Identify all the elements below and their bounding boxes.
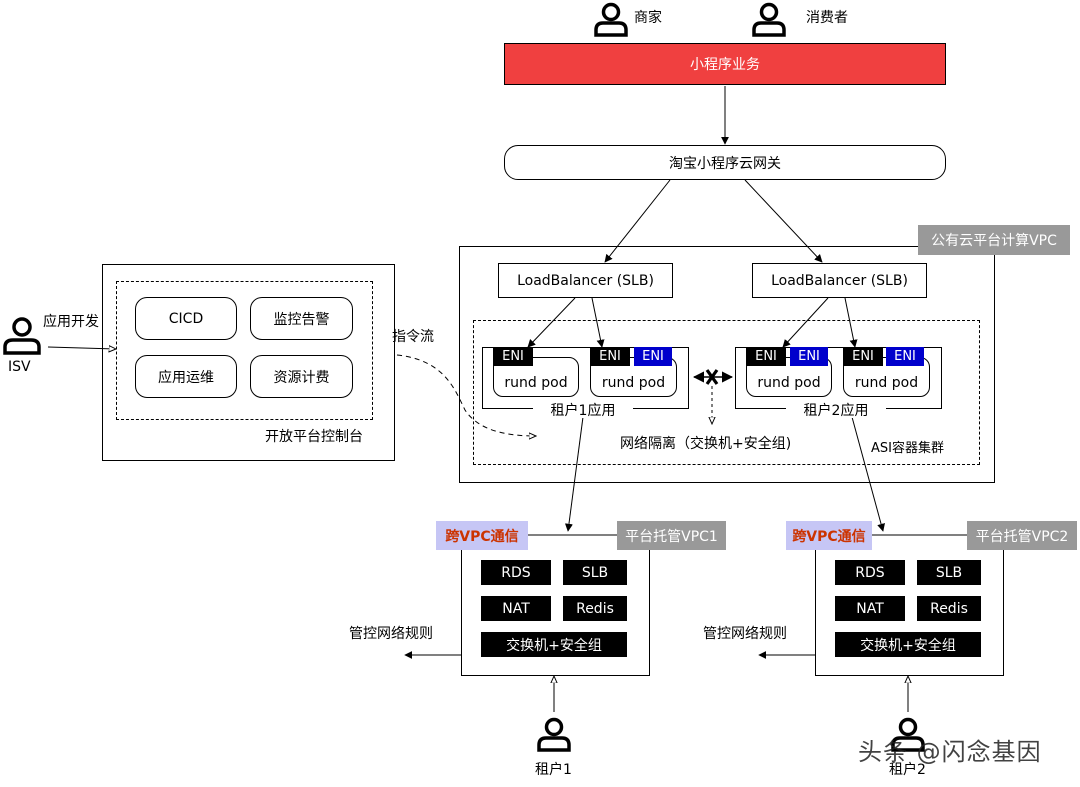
tenant2-person-icon [891,717,925,752]
vpc1-rds: RDS [481,560,551,585]
isv-person-icon [3,317,41,355]
tenant1-label: 租户1 [535,762,572,778]
vpc2-title: 平台托管VPC2 [967,521,1077,550]
vpc1-rules-label: 管控网络规则 [349,626,433,642]
asi-cluster-box [473,320,980,465]
vpc1-slb: SLB [563,560,627,585]
cicd-button[interactable]: CICD [135,297,237,340]
consumer-label: 消费者 [806,10,848,26]
tenant2-label: 租户2 [889,762,926,778]
isv-label: ISV [8,359,31,375]
console-title: 开放平台控制台 [265,429,363,445]
billing-button[interactable]: 资源计费 [250,355,353,398]
eni-badge-6: ENI [843,347,883,366]
merchant-label: 商家 [634,10,662,26]
vpc2-slb: SLB [917,560,981,585]
tenant1-app-label: 租户1应用 [533,402,633,419]
eni-badge-1: ENI [493,347,533,366]
monitor-alert-button[interactable]: 监控告警 [250,297,353,340]
console-box [102,264,395,461]
vpc1-cross-tag: 跨VPC通信 [436,521,528,550]
arrow-slb2-eni1 [782,297,829,348]
app-ops-button[interactable]: 应用运维 [135,355,237,398]
arrow-app1-vpc1 [564,416,584,532]
arrow-slb1-eni2 [591,297,605,348]
eni-badge-4: ENI [746,347,786,366]
tenant2-app-label: 租户2应用 [786,402,886,419]
hosted-vpc1-box [461,535,650,676]
command-flow-label: 指令流 [392,329,434,345]
console-inner-box [116,281,373,420]
vpc2-nat: NAT [835,596,905,621]
hosted-vpc2-box [815,535,1004,676]
arrow-isv-console [47,347,116,349]
gateway-box: 淘宝小程序云网关 [504,145,946,180]
vpc1-switch: 交换机+安全组 [481,632,627,657]
arrow-app2-vpc2 [851,416,885,532]
vpc2-rules-label: 管控网络规则 [703,626,787,642]
isolation-cross-mark [705,369,719,385]
arrow-slb1-eni1 [527,297,576,348]
vpc2-switch: 交换机+安全组 [835,632,981,657]
vpc1-title: 平台托管VPC1 [617,521,726,550]
vpc2-redis: Redis [917,596,981,621]
vpc2-cross-tag: 跨VPC通信 [786,521,872,550]
arrow-command-flow [396,354,536,436]
merchant-person-icon [594,2,628,37]
eni-badge-7: ENI [886,347,924,366]
arrow-gateway-slb2 [744,179,823,263]
arrow-gateway-slb1 [604,179,671,263]
compute-vpc-box [459,246,995,483]
asi-cluster-label: ASI容器集群 [871,441,944,456]
slb-box-1: LoadBalancer (SLB) [498,263,673,298]
slb-box-2: LoadBalancer (SLB) [752,263,927,298]
vpc1-redis: Redis [563,596,627,621]
isolation-label: 网络隔离（交换机+安全组) [620,436,792,452]
business-bar: 小程序业务 [504,43,946,85]
arrow-slb2-eni2 [844,297,858,348]
tenant1-person-icon [537,717,571,752]
vpc1-nat: NAT [481,596,551,621]
app-dev-label: 应用开发 [43,314,99,330]
eni-badge-2: ENI [590,347,630,366]
consumer-person-icon [752,2,786,37]
watermark: 头条 @闪念基因 [858,738,1042,766]
compute-vpc-title: 公有云平台计算VPC [918,225,1070,255]
eni-badge-3: ENI [634,347,672,366]
vpc2-rds: RDS [835,560,905,585]
eni-badge-5: ENI [790,347,828,366]
